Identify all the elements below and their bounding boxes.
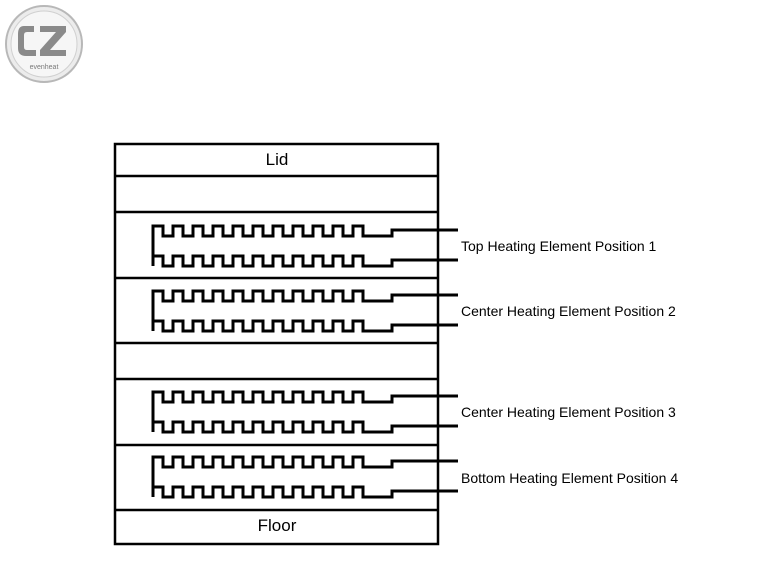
floor-label: Floor — [258, 516, 297, 535]
heating-element-coil-3 — [151, 390, 458, 434]
heating-element-coil-2 — [151, 289, 458, 333]
element-label-3: Center Heating Element Position 3 — [461, 404, 676, 420]
heating-element-coils — [151, 224, 458, 499]
logo-wordmark: evenheat — [30, 64, 59, 71]
element-label-1: Top Heating Element Position 1 — [461, 238, 657, 254]
heating-element-coil-1 — [151, 224, 458, 268]
evenheat-logo: evenheat — [5, 5, 83, 83]
section-dividers — [115, 174, 438, 512]
lid-label: Lid — [266, 150, 289, 169]
element-label-4: Bottom Heating Element Position 4 — [461, 470, 678, 486]
heating-element-coil-4 — [151, 455, 458, 499]
element-label-2: Center Heating Element Position 2 — [461, 303, 676, 319]
